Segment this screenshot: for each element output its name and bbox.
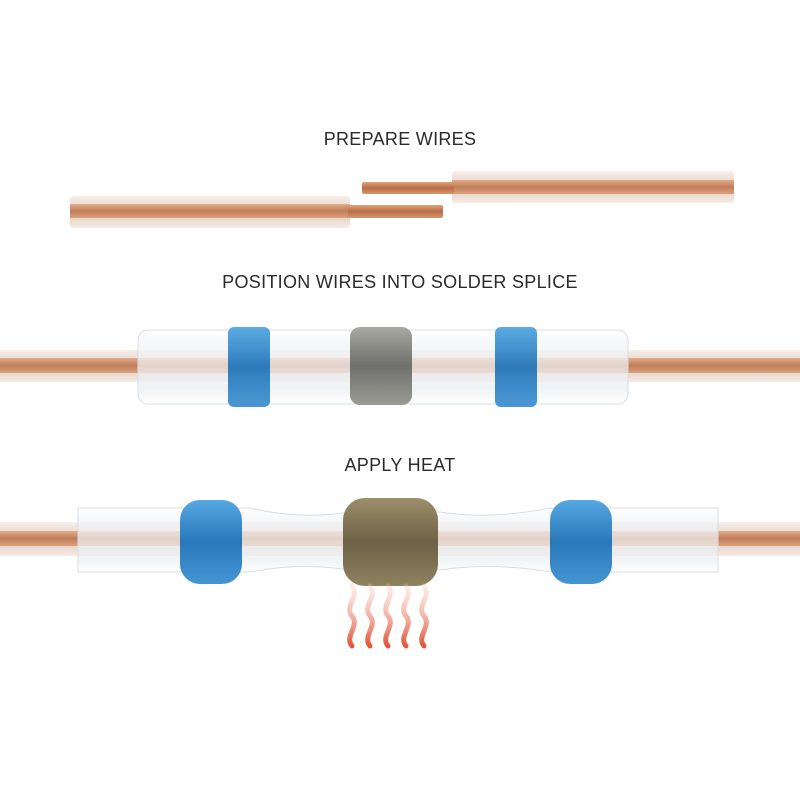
melted-solder-joint — [343, 498, 438, 586]
sealing-ring-left-shrunk — [180, 500, 242, 584]
step-1-label: PREPARE WIRES — [323, 129, 477, 149]
sealing-ring-right-shrunk — [550, 500, 612, 584]
wire-right-stripped — [362, 171, 734, 203]
step-2-label: POSITION WIRES INTO SOLDER SPLICE — [222, 272, 578, 292]
solder-ring — [350, 327, 412, 405]
heat-waves-icon — [347, 583, 429, 649]
step-3-label: APPLY HEAT — [344, 455, 456, 475]
sealing-ring-left — [228, 327, 270, 407]
wire-left-stripped — [70, 196, 443, 228]
sealing-ring-right — [495, 327, 537, 407]
